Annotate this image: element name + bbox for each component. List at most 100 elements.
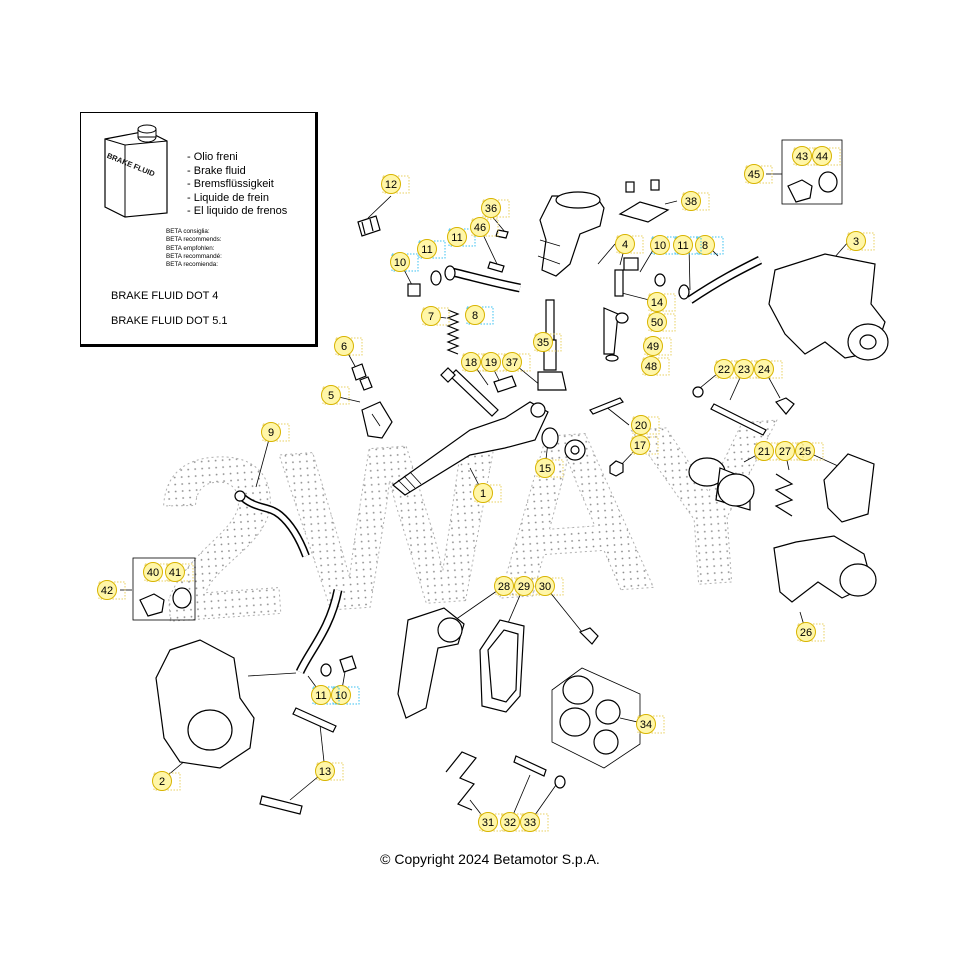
callout-circle — [641, 356, 661, 376]
callout-number: 24 — [758, 364, 770, 376]
callout-33: 33 — [520, 812, 549, 832]
part-piston-kit — [551, 667, 641, 769]
callout-44: 44 — [812, 146, 841, 166]
recommend-de: BETA empfohlen: — [166, 244, 215, 252]
callout-number: 45 — [748, 169, 760, 181]
fluid-name-de: Bremsflüssigkeit — [187, 178, 287, 192]
callout-50: 50 — [647, 312, 676, 332]
callout-circle — [681, 191, 701, 211]
callout-circle — [143, 562, 163, 582]
part-bracket — [361, 401, 393, 439]
callout-number: 43 — [796, 151, 808, 163]
callout-circle — [630, 435, 650, 455]
callout-number: 15 — [539, 463, 551, 475]
callout-circle — [775, 441, 795, 461]
part-clip — [357, 215, 381, 237]
callout-8: 8 — [695, 235, 724, 255]
callout-number: 2 — [159, 776, 165, 788]
callout-7: 7 — [421, 306, 450, 326]
callout-number: 7 — [428, 311, 434, 323]
callout-circle — [631, 415, 651, 435]
callout-circle — [615, 234, 635, 254]
callout-number: 19 — [485, 357, 497, 369]
part-brake-pad-rear — [823, 453, 875, 523]
callout-circle — [647, 312, 667, 332]
callout-49: 49 — [643, 336, 672, 356]
callout-circle — [470, 217, 490, 237]
callout-circle — [812, 146, 832, 166]
callout-1: 1 — [473, 483, 502, 503]
callout-34: 34 — [636, 714, 665, 734]
callout-number: 5 — [328, 390, 334, 402]
callout-10: 10 — [650, 235, 679, 255]
callout-45: 45 — [744, 164, 773, 184]
callout-circle — [481, 352, 501, 372]
callout-circle — [792, 146, 812, 166]
fluid-name-it: Olio freni — [187, 151, 287, 165]
callout-4: 4 — [615, 234, 644, 254]
callout-2: 2 — [152, 771, 181, 791]
callout-24: 24 — [754, 359, 783, 379]
watermark: 2WAY — [148, 370, 795, 670]
callout-number: 25 — [799, 446, 811, 458]
callout-number: 11 — [677, 240, 688, 252]
callout-number: 35 — [537, 337, 549, 349]
callout-circle — [390, 252, 410, 272]
callout-number: 36 — [485, 203, 497, 215]
callout-37: 37 — [502, 352, 531, 372]
callout-circle — [533, 332, 553, 352]
callout-circle — [795, 441, 815, 461]
part-reservoir-cap — [618, 201, 670, 223]
callout-circle — [754, 359, 774, 379]
callout-41: 41 — [165, 562, 194, 582]
callout-number: 22 — [718, 364, 730, 376]
callout-23: 23 — [734, 359, 763, 379]
callout-number: 14 — [651, 297, 663, 309]
part-master-cylinder — [539, 195, 605, 277]
callout-5: 5 — [321, 385, 350, 405]
callout-circle — [650, 235, 670, 255]
callout-13: 13 — [315, 761, 344, 781]
recommend-fr: BETA recommandé: — [166, 252, 222, 260]
callout-number: 40 — [147, 567, 159, 579]
callout-circle — [421, 306, 441, 326]
callout-3: 3 — [846, 231, 875, 251]
callout-30: 30 — [535, 576, 564, 596]
callout-circle — [494, 576, 514, 596]
callout-11: 11 — [673, 235, 702, 255]
callout-20: 20 — [631, 415, 660, 435]
callout-number: 8 — [702, 240, 708, 252]
callout-number: 29 — [518, 581, 530, 593]
callout-18: 18 — [461, 352, 490, 372]
callout-36: 36 — [481, 198, 510, 218]
callout-circle — [152, 771, 172, 791]
callout-number: 26 — [800, 627, 812, 639]
callout-circle — [381, 174, 401, 194]
callout-circle — [535, 458, 555, 478]
callout-number: 4 — [622, 239, 628, 251]
callout-35: 35 — [533, 332, 562, 352]
callout-circle — [315, 761, 335, 781]
callout-number: 12 — [385, 179, 397, 191]
callout-number: 3 — [853, 236, 859, 248]
brake-fluid-can-icon — [104, 124, 168, 218]
callout-number: 44 — [816, 151, 828, 163]
callout-number: 38 — [685, 196, 697, 208]
callout-number: 17 — [634, 440, 646, 452]
recommend-es: BETA recomienda: — [166, 261, 219, 269]
part-brake-pedal — [392, 401, 549, 496]
part-pedal-bolt — [449, 369, 499, 417]
callout-number: 18 — [465, 357, 477, 369]
callout-31: 31 — [478, 812, 507, 832]
callout-number: 37 — [506, 357, 518, 369]
callout-number: 10 — [394, 257, 406, 269]
callout-number: 11 — [451, 232, 462, 244]
callout-circle — [465, 305, 485, 325]
callout-11: 11 — [417, 239, 446, 259]
callout-circle — [447, 227, 467, 247]
callout-circle — [643, 336, 663, 356]
callout-circle — [473, 483, 493, 503]
callout-number: 27 — [779, 446, 791, 458]
